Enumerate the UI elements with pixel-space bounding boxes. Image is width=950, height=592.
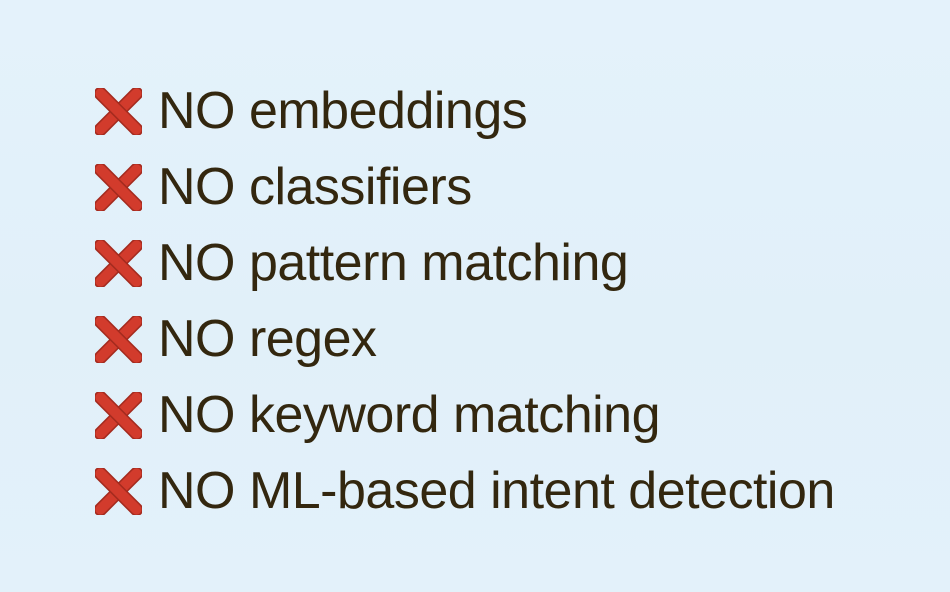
list-item-label: NO regex xyxy=(158,310,377,368)
list-item-label: NO keyword matching xyxy=(158,386,661,444)
list-item-label: NO classifiers xyxy=(158,158,472,216)
rejected-approaches-list: NO embeddings NO classifiers NO pattern … xyxy=(95,83,835,519)
red-cross-mark-icon xyxy=(95,467,142,515)
red-cross-mark-icon xyxy=(95,163,142,211)
list-item-label: NO pattern matching xyxy=(158,234,629,292)
list-item: NO embeddings xyxy=(95,83,835,139)
red-cross-mark-icon xyxy=(95,391,142,439)
red-cross-mark-icon xyxy=(95,315,142,363)
list-item-label: NO ML-based intent detection xyxy=(158,462,835,520)
list-item: NO classifiers xyxy=(95,159,835,215)
list-item: NO ML-based intent detection xyxy=(95,463,835,519)
list-item: NO regex xyxy=(95,311,835,367)
red-cross-mark-icon xyxy=(95,87,142,135)
list-item: NO keyword matching xyxy=(95,387,835,443)
red-cross-mark-icon xyxy=(95,239,142,287)
list-item-label: NO embeddings xyxy=(158,82,528,140)
list-item: NO pattern matching xyxy=(95,235,835,291)
